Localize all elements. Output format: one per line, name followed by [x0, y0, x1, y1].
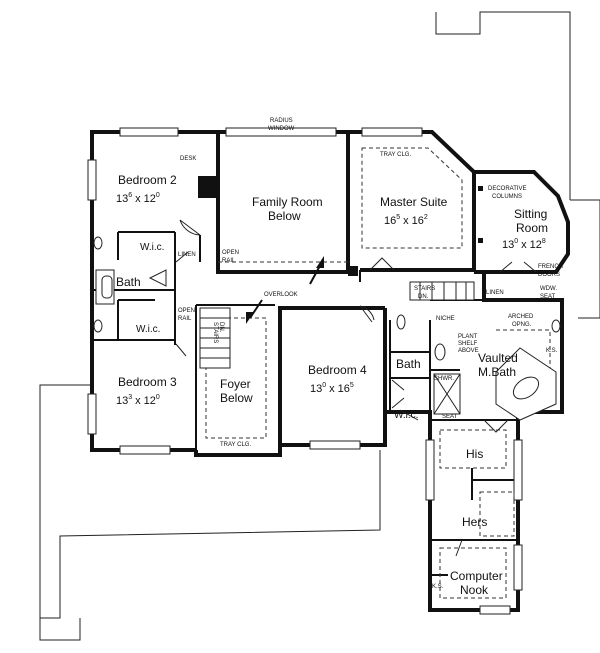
- plant-shelf-note3: ABOVE: [458, 348, 479, 354]
- overlook-note: OVERLOOK: [264, 292, 298, 298]
- open-rail-family-note2: RAIL: [222, 258, 236, 264]
- arched-opening-note: ARCHED: [508, 314, 534, 320]
- window-seat-note2: SEAT: [540, 294, 556, 300]
- stairs-down-note: STAIRS: [414, 286, 435, 292]
- wic-bedroom4-label: W.i.c.: [394, 410, 418, 421]
- window-seat-note: WDW.: [540, 286, 557, 292]
- bath-label: Bath: [396, 357, 421, 371]
- bedroom4-label: Bedroom 4: [308, 363, 367, 377]
- shower-note: SHWR.: [434, 376, 454, 382]
- windows: [87, 127, 523, 615]
- kneespace-nook-note: K.S.: [432, 584, 444, 590]
- family-room-below: Below: [268, 209, 301, 223]
- decorative-columns-note: DECORATIVE: [488, 186, 527, 192]
- linen-master-note: LINEN: [486, 290, 504, 296]
- overlook-arrows: [246, 256, 324, 324]
- master-bath-label: Vaulted: [478, 351, 518, 365]
- foyer-below: Below: [220, 391, 253, 405]
- linen-bedroom2-note: LINEN: [178, 252, 196, 258]
- computer-nook-label: Computer: [450, 569, 503, 583]
- french-doors-note2: DOORS: [538, 272, 560, 278]
- master-suite-label: Master Suite: [380, 195, 448, 209]
- master-bath-label2: M.Bath: [478, 365, 516, 379]
- plant-shelf-note: PLANT: [458, 334, 478, 340]
- tray-ceiling-master-note: TRAY CLG.: [380, 152, 411, 158]
- doors: [175, 219, 537, 557]
- bedroom3-label: Bedroom 3: [118, 375, 177, 389]
- decorative-columns-note2: COLUMNS: [492, 194, 522, 200]
- arched-opening-note2: OPNG.: [512, 322, 532, 328]
- open-rail-hall-note2: RAIL: [178, 316, 192, 322]
- roof-outline: [39, 11, 600, 641]
- wic-bedroom3-label: W.i.c.: [136, 324, 160, 335]
- fixtures: [93, 176, 561, 421]
- tray-ceiling-foyer-note: TRAY CLG.: [220, 442, 251, 448]
- radius-window-note2: WINDOW: [268, 126, 295, 132]
- family-room-label: Family Room: [252, 195, 323, 209]
- annotations: RADIUS WINDOW DESK LINEN OPEN RAIL OPEN …: [178, 118, 563, 590]
- hers-closet-label: Hers: [462, 515, 487, 529]
- plant-shelf-note2: SHELF: [458, 341, 478, 347]
- kneespace-bath-note: K.S.: [546, 348, 558, 354]
- radius-window-note: RADIUS: [270, 118, 293, 124]
- french-doors-note: FRENCH: [538, 264, 563, 270]
- seat-note: SEAT: [442, 414, 458, 420]
- stairs: [199, 281, 475, 369]
- niche-note: NICHE: [436, 316, 455, 322]
- desk-note: DESK: [180, 156, 196, 162]
- open-rail-family-note: OPEN: [222, 250, 239, 256]
- computer-nook-label2: Nook: [460, 583, 489, 597]
- sitting-room-label2: Room: [516, 221, 548, 235]
- stairs-up-note2: DN.: [218, 322, 224, 333]
- wic-bedroom2-label: W.i.c.: [140, 242, 164, 253]
- open-rail-hall-note: OPEN: [178, 308, 195, 314]
- stairs-up-note: STAIRS: [212, 322, 218, 343]
- sitting-room-label: Sitting: [514, 207, 547, 221]
- shared-bath-label: Bath: [116, 275, 141, 289]
- foyer-label: Foyer: [220, 377, 251, 391]
- his-closet-label: His: [466, 447, 483, 461]
- bedroom2-label: Bedroom 2: [118, 173, 177, 187]
- stairs-down-note2: DN.: [418, 294, 429, 300]
